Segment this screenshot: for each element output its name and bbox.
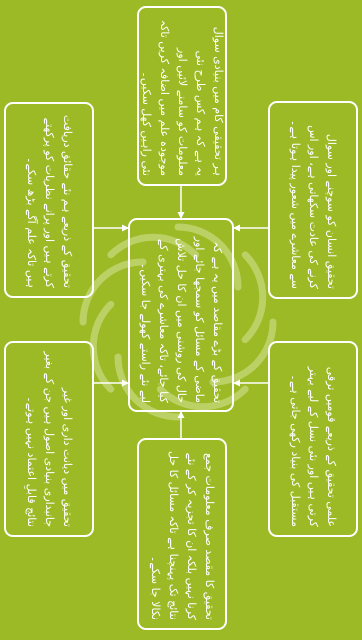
- node-bottom-left-text: تحقیق میں دیانت داری اور غیر جانبداری بن…: [22, 351, 76, 527]
- node-bottom-center-text: تحقیق کا مقصد صرف معلومات جمع کرنا نہیں …: [146, 448, 218, 620]
- node-center-text: تحقیق کے بڑے مقاصد میں یہ ہے کہ ماضی کے …: [136, 227, 226, 403]
- node-top-right: تحقیق انسان کو سوچنے اور سوال کرنے کی عا…: [268, 101, 358, 299]
- node-top-right-text: تحقیق انسان کو سوچنے اور سوال کرنے کی عا…: [286, 111, 340, 289]
- node-top-left: تحقیق کے ذریعے ہم نئے حقائق دریافت کرتے …: [4, 102, 94, 298]
- node-top-left-text: تحقیق کے ذریعے ہم نئے حقائق دریافت کرتے …: [22, 112, 76, 288]
- node-top-center: ہر تحقیقی کام میں بنیادی سوال یہ ہے کہ ہ…: [137, 6, 227, 186]
- node-bottom-left: تحقیق میں دیانت داری اور غیر جانبداری بن…: [4, 341, 94, 537]
- node-center: تحقیق کے بڑے مقاصد میں یہ ہے کہ ماضی کے …: [128, 218, 234, 412]
- node-top-center-text: ہر تحقیقی کام میں بنیادی سوال یہ ہے کہ ہ…: [137, 16, 227, 176]
- node-bottom-right: علمی تحقیق کے ذریعے قومیں ترقی کرتی ہیں …: [268, 341, 358, 537]
- node-bottom-center: تحقیق کا مقصد صرف معلومات جمع کرنا نہیں …: [137, 438, 227, 630]
- node-bottom-right-text: علمی تحقیق کے ذریعے قومیں ترقی کرتی ہیں …: [286, 351, 340, 527]
